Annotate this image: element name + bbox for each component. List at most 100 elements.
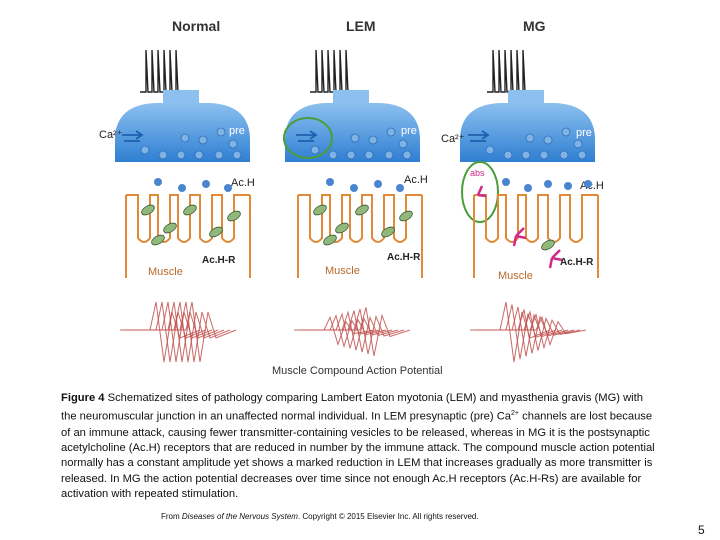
ap-sweep: [330, 307, 411, 357]
junctional-folds: [298, 194, 422, 243]
vesicle: [214, 150, 224, 160]
ach-label: Ac.H: [404, 174, 428, 186]
vesicle: [232, 150, 242, 160]
vesicle: [384, 150, 394, 160]
ach-molecule: [154, 178, 162, 186]
vesicle: [573, 139, 583, 149]
action-potential-spikes: [310, 49, 360, 93]
vesicle: [310, 145, 320, 155]
vesicle: [398, 139, 408, 149]
ach-molecule: [502, 178, 510, 186]
calcium-channel: [296, 130, 318, 142]
terminal-body: [115, 103, 250, 162]
antibody: [548, 249, 563, 269]
calcium-channel: [468, 130, 490, 142]
ach-molecule: [202, 180, 210, 188]
calcium-channel: [122, 130, 144, 142]
vesicle: [176, 150, 186, 160]
spike-train: [140, 49, 190, 93]
vesicle: [180, 133, 190, 143]
vesicle: [577, 150, 587, 160]
panel-title-normal: Normal: [172, 18, 220, 34]
muscle-label: Muscle: [498, 270, 533, 282]
achr-receptor: [399, 210, 413, 222]
vesicle: [521, 150, 531, 160]
achr-receptor: [163, 222, 177, 234]
compound-action-potential-trace: [294, 307, 411, 357]
panel-normal: Normal pre Ca²⁺ Ac.H Ac.H-R Muscle: [99, 18, 255, 363]
ach-molecule: [564, 182, 572, 190]
bottom-title: Muscle Compound Action Potential: [272, 365, 443, 377]
calcium-label: Ca²⁺: [99, 129, 123, 141]
presynaptic-terminal: [115, 90, 250, 162]
vesicle: [194, 150, 204, 160]
panel-lem: LEM pre Ac.H Ac.H-R Muscle: [283, 18, 428, 357]
postsynaptic-muscle: [125, 178, 251, 278]
vesicle: [368, 135, 378, 145]
presynaptic-terminal: [285, 90, 420, 162]
postsynaptic-muscle: [297, 178, 423, 278]
ap-sweep: [506, 315, 587, 347]
antibody: [512, 227, 527, 247]
terminal-body: [285, 103, 420, 162]
spike-train: [487, 49, 537, 93]
vesicle: [198, 135, 208, 145]
calcium-label: Ca²⁺: [441, 133, 465, 145]
junctional-folds: [126, 194, 250, 243]
ach-molecule: [178, 184, 186, 192]
vesicle: [158, 150, 168, 160]
ach-molecule: [396, 184, 404, 192]
calcium-channel-icon: [122, 130, 144, 142]
achr-label: Ac.H-R: [387, 252, 421, 263]
vesicle: [543, 135, 553, 145]
vesicle: [485, 145, 495, 155]
ach-molecule: [326, 178, 334, 186]
achr-receptor: [183, 204, 197, 216]
vesicle: [228, 139, 238, 149]
achr-receptor: [381, 226, 395, 238]
caption-superscript: 2+: [511, 410, 520, 418]
calcium-channel-icon: [296, 130, 318, 142]
credit-suffix: . Copyright © 2015 Elsevier Inc. All rig…: [297, 512, 479, 521]
vesicle: [539, 150, 549, 160]
achr-receptor: [227, 210, 241, 222]
page-number: 5: [698, 523, 705, 537]
vesicle: [561, 127, 571, 137]
achr-receptor: [141, 204, 155, 216]
achr-receptor: [355, 204, 369, 216]
terminal-body: [460, 103, 595, 162]
pre-label: pre: [576, 127, 592, 139]
vesicle: [350, 133, 360, 143]
achr-label: Ac.H-R: [202, 255, 236, 266]
antibody: [476, 185, 487, 198]
achr-label: Ac.H-R: [560, 257, 594, 268]
ach-label: Ac.H: [231, 177, 255, 189]
calcium-channel-icon: [468, 130, 490, 142]
panel-title-mg: MG: [523, 18, 546, 34]
pre-label: pre: [229, 125, 245, 137]
vesicle: [525, 133, 535, 143]
ach-molecule: [350, 184, 358, 192]
achr-receptor: [335, 222, 349, 234]
presynaptic-terminal: [460, 90, 595, 162]
caption-text-1: Schematized sites of pathology comparing…: [61, 392, 644, 424]
credit-book: Diseases of the Nervous System: [181, 512, 298, 521]
junctional-folds: [474, 194, 598, 243]
ach-molecule: [584, 180, 592, 188]
missing-calcium-channel-highlight: [283, 117, 333, 159]
vesicle: [503, 150, 513, 160]
antibody-highlight: [461, 161, 499, 223]
achr-receptor: [313, 204, 327, 216]
vesicle: [346, 150, 356, 160]
ach-molecule: [374, 180, 382, 188]
muscle-label: Muscle: [325, 265, 360, 277]
compound-action-potential-trace: [470, 301, 587, 363]
caption-text-2: channels are lost because of an immune a…: [61, 411, 655, 501]
achr-receptor: [151, 234, 165, 246]
vesicle: [402, 150, 412, 160]
antibody-label: abs: [470, 168, 485, 178]
vesicle: [216, 127, 226, 137]
panel-title-lem: LEM: [346, 18, 376, 34]
action-potential-spikes: [140, 49, 190, 93]
spike-train: [310, 49, 360, 93]
